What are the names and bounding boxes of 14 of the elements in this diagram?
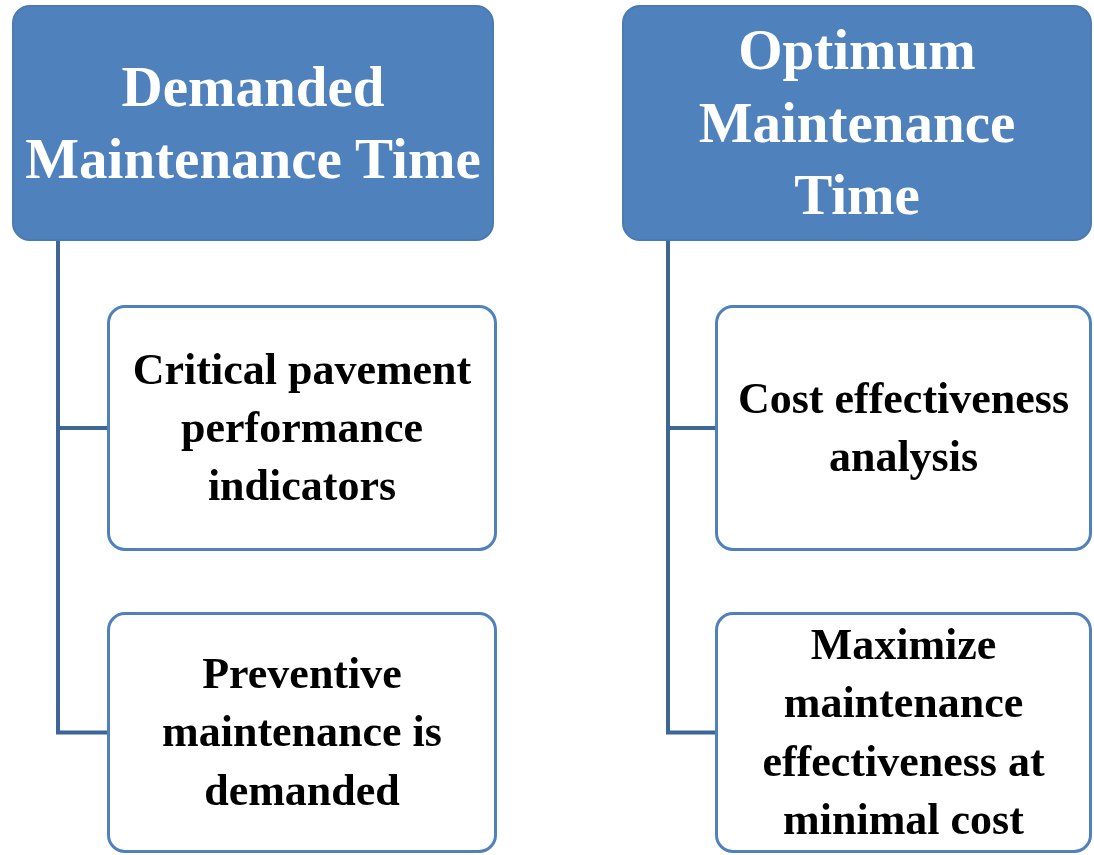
item-box: [715, 305, 1092, 551]
header-box: [622, 5, 1092, 241]
item-text: Critical pavement performance indicators: [131, 343, 473, 513]
header-box: [12, 5, 494, 241]
item-box: [107, 305, 497, 551]
item-box: [107, 612, 497, 853]
item-text: Preventive maintenance is demanded: [161, 648, 443, 817]
connector-line: [56, 241, 107, 735]
header-text: Optimum Maintenance Time: [697, 17, 1017, 229]
header-text: Demanded Maintenance Time: [24, 53, 482, 192]
connector-line: [666, 241, 715, 735]
item-text: Maximize maintenance effectiveness at minimal cost: [761, 619, 1046, 846]
item-text: Cost effectiveness analysis: [736, 372, 1071, 483]
item-box: [715, 612, 1092, 853]
